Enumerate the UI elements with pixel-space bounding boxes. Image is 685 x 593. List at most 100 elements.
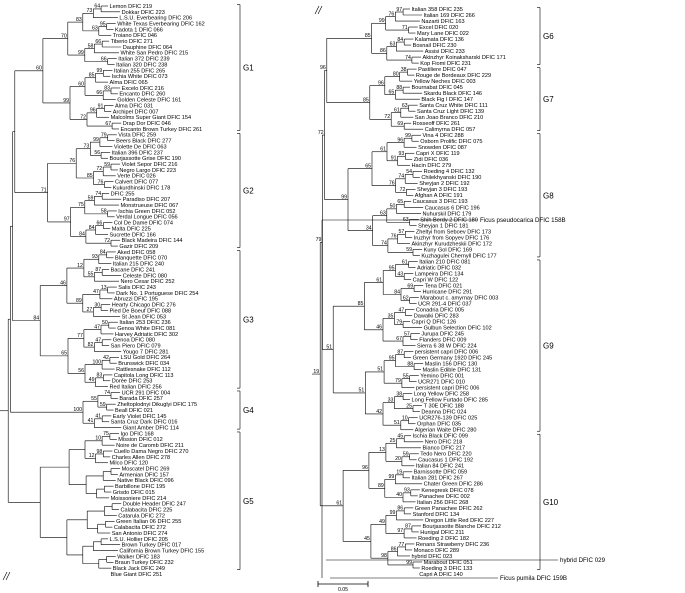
taxon-label: Caucasus 6 DFIC 196 bbox=[425, 205, 480, 211]
taxon-label: Tedo Nero DFIC 220 bbox=[420, 452, 471, 458]
bootstrap-value: 65 bbox=[61, 351, 67, 357]
taxon-label: Ischia Black DFIC 099 bbox=[413, 434, 468, 440]
bootstrap-value: 86 bbox=[380, 48, 386, 54]
taxon-label: Nuhurskil DFIC 179 bbox=[423, 211, 472, 217]
bootstrap-value: 84 bbox=[89, 225, 95, 231]
taxon-label: Genoa White DFIC 081 bbox=[117, 326, 175, 332]
taxon-label: Bourjassotte Blanche DFIC 212 bbox=[423, 524, 501, 530]
taxon-label: Calvert DFIC 077 bbox=[115, 180, 158, 186]
bootstrap-value: 60 bbox=[78, 81, 84, 87]
taxon-label: Alma DFIC 065 bbox=[110, 80, 148, 86]
taxon-label: Capri W DFIC 122 bbox=[413, 277, 459, 283]
taxon-label: Roeding 2 DFIC 182 bbox=[418, 536, 469, 542]
bootstrap-value: 99 bbox=[379, 18, 385, 24]
right-tree-branches bbox=[312, 8, 558, 579]
bootstrap-value: 63 bbox=[402, 103, 408, 109]
bootstrap-value: 66 bbox=[97, 220, 103, 226]
bootstrap-value: 57 bbox=[404, 331, 410, 337]
bootstrap-value: 59 bbox=[406, 247, 412, 253]
bootstrap-value: 79 bbox=[395, 378, 401, 384]
taxon-label: Afghan A DFIC 191 bbox=[415, 193, 463, 199]
taxon-label: Iruzhyr from Sopyev DFIC 176 bbox=[414, 235, 490, 241]
bootstrap-value: 67 bbox=[105, 121, 111, 127]
taxon-label: Golden Celeste DFIC 161 bbox=[117, 98, 181, 104]
taxon-label: Dark No. 1 Portuguese DFIC 254 bbox=[116, 291, 198, 297]
taxon-label: Excelo DFIC 216 bbox=[122, 86, 164, 92]
bootstrap-value: 61 bbox=[394, 107, 400, 113]
taxon-label: Italian 84 DFIC 241 bbox=[416, 464, 464, 470]
taxon-label: Sheyjan 1 DFIC 181 bbox=[418, 223, 468, 229]
taxon-label: Italian 358 DFIC 235 bbox=[412, 7, 463, 13]
taxon-label: Charles Allen DFIC 278 bbox=[112, 455, 170, 461]
taxon-label: Zheltyi from Seboev DFIC 173 bbox=[416, 229, 491, 235]
bootstrap-value: 56 bbox=[94, 150, 100, 156]
bootstrap-value: 50 bbox=[390, 204, 396, 210]
taxon-label: Algerian Waite DFIC 280 bbox=[415, 428, 477, 434]
taxon-label: Oregon Little Red DFIC 227 bbox=[425, 518, 494, 524]
bootstrap-value: 41 bbox=[95, 414, 101, 420]
bootstrap-value: 99 bbox=[405, 133, 411, 139]
taxon-label: UCR 291 DFIC 004 bbox=[122, 390, 171, 396]
axis-break-mark bbox=[2, 571, 8, 581]
taxon-label: Mission DFIC 012 bbox=[118, 437, 162, 443]
bootstrap-value: 72 bbox=[80, 114, 86, 120]
taxon-label: Maslin Edible DFIC 131 bbox=[423, 368, 482, 374]
taxon-label: UCR271 DFIC 010 bbox=[418, 380, 465, 386]
taxon-label: Capri X DFIC 119 bbox=[416, 151, 460, 157]
taxon-label: Sheyjan 2 DFIC 192 bbox=[419, 181, 469, 187]
bootstrap-value: 10 bbox=[95, 436, 101, 442]
bootstrap-value: 56 bbox=[78, 368, 84, 374]
bootstrap-value: 43 bbox=[397, 271, 403, 277]
taxon-label: Verdal Longue DFIC 056 bbox=[116, 215, 178, 221]
bootstrap-value: 25 bbox=[390, 438, 396, 444]
bootstrap-value: 59 bbox=[104, 162, 110, 168]
taxon-label: Italian 372 DFIC 239 bbox=[118, 57, 169, 63]
taxon-label: Encanto Brown Turkey DFIC 261 bbox=[121, 127, 203, 133]
bootstrap-value: 70 bbox=[61, 33, 67, 39]
bootstrap-value: 84 bbox=[100, 250, 106, 256]
taxon-label: Italian 281 DFIC 267 bbox=[412, 476, 463, 482]
taxon-label: Red Italian DFIC 256 bbox=[110, 385, 162, 391]
bootstrap-value: 27 bbox=[87, 307, 93, 313]
taxon-label: Italian 320 DFIC 238 bbox=[116, 62, 167, 68]
taxon-label: Flanders DFIC 009 bbox=[419, 337, 466, 343]
taxon-label: Renans Strawberry DFIC 236 bbox=[416, 542, 489, 548]
bootstrap-value: 71 bbox=[402, 25, 408, 31]
group-label: G3 bbox=[243, 315, 254, 324]
bootstrap-value: 61 bbox=[402, 259, 408, 265]
bootstrap-value: 77 bbox=[77, 333, 83, 339]
taxon-label: Vina 4 DFIC 288 bbox=[423, 133, 464, 139]
taxon-label: DFIC 255 bbox=[111, 191, 135, 197]
group-label: G10 bbox=[543, 498, 559, 507]
taxon-label: Pastiliere DFIC 047 bbox=[418, 67, 467, 73]
bootstrap-value: 73 bbox=[84, 144, 90, 150]
bootstrap-value: 72 bbox=[318, 130, 324, 136]
taxon-label: Italian 210 DFIC 081 bbox=[419, 259, 470, 265]
bootstrap-value: 76 bbox=[98, 179, 104, 185]
taxon-label: Aked DFIC 058 bbox=[117, 250, 155, 256]
bootstrap-value: 76 bbox=[69, 158, 75, 164]
taxon-label: Monaco DFIC 289 bbox=[414, 548, 459, 554]
taxon-label: Moscatel DFIC 269 bbox=[122, 466, 170, 472]
taxon-label: Harvey Adriatic DFIC 302 bbox=[115, 332, 178, 338]
bootstrap-value: 87 bbox=[95, 267, 101, 273]
group-label: G8 bbox=[543, 191, 554, 200]
taxon-label: Bourjassotte Grise DFIC 190 bbox=[110, 156, 182, 162]
bootstrap-value: 61 bbox=[380, 147, 386, 153]
bootstrap-value: 91 bbox=[391, 156, 397, 162]
bootstrap-value: 97 bbox=[396, 7, 402, 13]
taxon-label: Santa Cruz White DFIC 111 bbox=[419, 103, 488, 109]
bootstrap-value: 76 bbox=[389, 11, 395, 17]
bootstrap-value: 75 bbox=[103, 431, 109, 437]
bootstrap-value: 69 bbox=[407, 283, 413, 289]
taxon-label: Adriatic DFIC 032 bbox=[417, 265, 461, 271]
axis-break-mark bbox=[314, 5, 320, 15]
taxon-label: Chilekhyanski DFIC 190 bbox=[421, 175, 481, 181]
taxon-label: Zheltoplodnyi Dikuglyi DFIC 175 bbox=[117, 402, 197, 408]
bootstrap-value: 66 bbox=[96, 90, 102, 96]
taxon-label: Sierra 6 38 W DFIC 224 bbox=[417, 343, 477, 349]
outgroup-label: hybrid DFIC 029 bbox=[560, 557, 606, 564]
taxon-label: Hurricane DFIC 291 bbox=[423, 289, 473, 295]
taxon-label: Italian 169 DFIC 266 bbox=[424, 13, 475, 19]
